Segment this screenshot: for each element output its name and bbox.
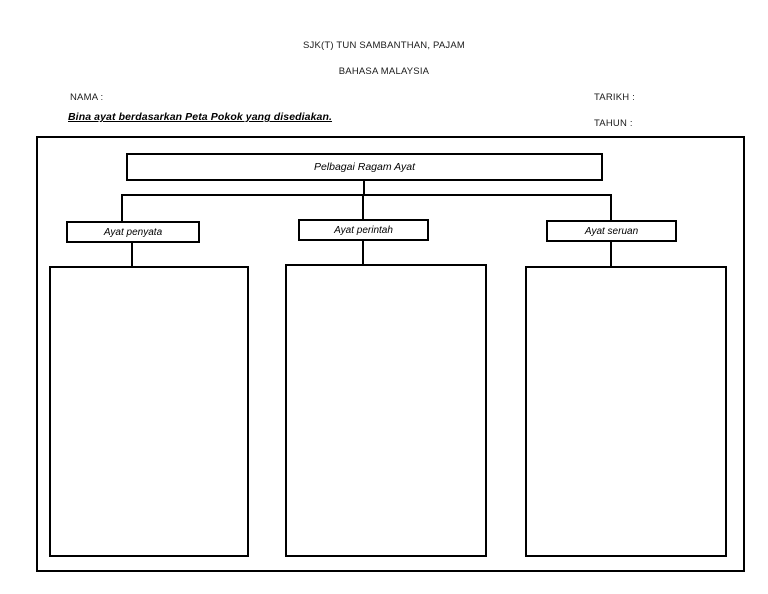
instruction-text: Bina ayat berdasarkan Peta Pokok yang di… [68, 111, 333, 123]
tree-branch-label-seruan: Ayat seruan [546, 220, 677, 242]
connector-stub-penyata [131, 243, 133, 266]
tahun-field-label: TAHUN : [594, 118, 633, 129]
tree-branch-label-penyata: Ayat penyata [66, 221, 200, 243]
connector-root-stem [363, 181, 365, 195]
connector-stub-perintah [362, 241, 364, 264]
answer-box-penyata[interactable] [49, 266, 249, 557]
tree-branch-label-perintah: Ayat perintah [298, 219, 429, 241]
school-name: SJK(T) TUN SAMBANTHAN, PAJAM [302, 40, 465, 51]
connector-horizontal-bus [121, 194, 612, 196]
connector-drop-perintah [362, 194, 364, 219]
connector-stub-seruan [610, 242, 612, 266]
connector-drop-penyata [121, 194, 123, 221]
answer-box-perintah[interactable] [285, 264, 487, 557]
connector-drop-seruan [610, 194, 612, 220]
nama-field-label: NAMA : [70, 92, 104, 103]
answer-box-seruan[interactable] [525, 266, 727, 557]
tarikh-field-label: TARIKH : [594, 92, 636, 103]
subject-name: BAHASA MALAYSIA [338, 66, 430, 77]
tree-root-box: Pelbagai Ragam Ayat [126, 153, 603, 181]
